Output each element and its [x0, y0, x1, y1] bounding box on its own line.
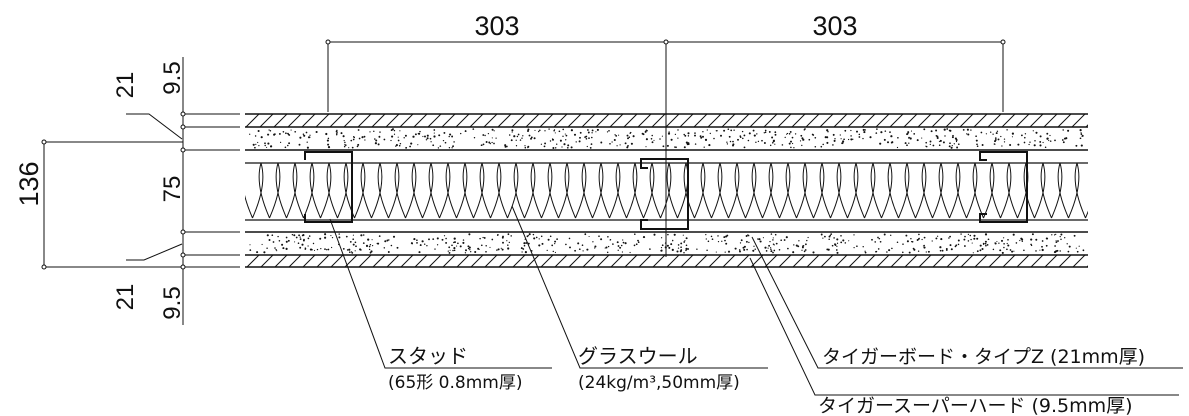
- callout-leaders: [329, 205, 1183, 396]
- glass-wool-insulation: [245, 162, 1088, 219]
- total-thickness-label: 136: [14, 161, 44, 206]
- layer-thickness-dimension: [126, 57, 240, 325]
- tiger-super-hard-leader: [749, 257, 1179, 396]
- cavity-thickness-label: 75: [159, 176, 186, 203]
- glass-wool-callout-name: グラスウール: [578, 344, 698, 368]
- tiger-super-hard-callout: タイガースーパーハード (9.5mm厚): [818, 395, 1133, 416]
- stud-center: [640, 158, 689, 230]
- bottom-super-hard-hatch: [245, 255, 1088, 267]
- stud-leader: [329, 218, 552, 369]
- outer-board-top-label: 21: [112, 72, 139, 99]
- stud-spacing-right-label: 303: [812, 11, 857, 41]
- total-thickness-dimension: [41, 139, 183, 270]
- bottom-board-z-stipple: [249, 233, 1085, 254]
- stud-callout-name: スタッド: [388, 344, 468, 368]
- stud-callout-spec: (65形 0.8mm厚): [388, 373, 522, 393]
- top-board-z-stipple: [249, 128, 1084, 149]
- outer-board-bottom-label: 21: [112, 284, 139, 311]
- tiger-board-z-callout: タイガーボード・タイプZ (21mm厚): [822, 346, 1145, 368]
- stud-left: [304, 151, 353, 223]
- glass-wool-leader: [511, 205, 768, 369]
- stud-right: [979, 151, 1028, 223]
- top-super-hard-hatch: [245, 114, 1088, 127]
- stud-spacing-dimension: [325, 39, 1006, 257]
- stud-spacing-left-label: 303: [474, 11, 519, 41]
- inner-board-bottom-label: 9.5: [159, 286, 186, 319]
- tiger-board-z-leader: [751, 236, 1183, 369]
- inner-board-top-label: 9.5: [159, 61, 186, 94]
- glass-wool-callout-spec: (24kg/m³,50mm厚): [578, 373, 740, 393]
